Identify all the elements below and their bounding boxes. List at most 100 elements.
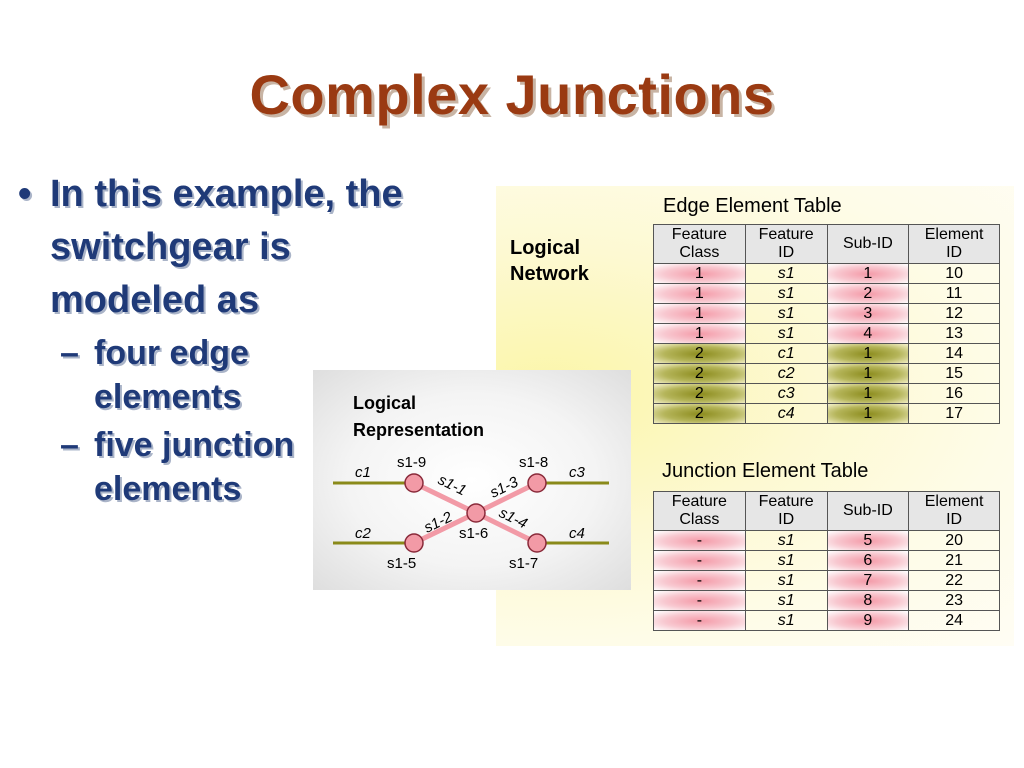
junction-s1-5 bbox=[404, 533, 424, 553]
cell-feature-id: c2 bbox=[744, 363, 828, 384]
bullet-list: • In this example, the switchgear is mod… bbox=[18, 168, 450, 511]
bullet-dot-icon: • bbox=[18, 173, 32, 215]
cell-element-id: 24 bbox=[908, 610, 1000, 631]
cell-sub-id: 2 bbox=[826, 283, 910, 304]
cell-feature-id: c4 bbox=[744, 403, 828, 424]
cell-feature-class: - bbox=[653, 590, 746, 611]
cell-sub-id: 1 bbox=[826, 363, 910, 384]
table-row: 2 c3 1 16 bbox=[653, 383, 1000, 404]
table-row: 1 s1 2 11 bbox=[653, 283, 1000, 304]
cell-element-id: 12 bbox=[908, 303, 1000, 324]
slide-title: Complex Junctions bbox=[249, 63, 775, 126]
edge-table-caption: Edge Element Table bbox=[663, 195, 842, 217]
bullet-main-text: In this example, the switchgear is model… bbox=[50, 173, 403, 321]
table-row: 2 c2 1 15 bbox=[653, 363, 1000, 384]
junction-s1-8 bbox=[527, 473, 547, 493]
dash-icon: – bbox=[60, 334, 79, 372]
cell-feature-class: - bbox=[653, 570, 746, 591]
cell-sub-id: 5 bbox=[826, 530, 910, 551]
cell-feature-id: s1 bbox=[744, 590, 828, 611]
logical-representation-diagram: Logical Representation c1 c2 c3 c4 s1-1 … bbox=[313, 370, 631, 590]
logical-network-line-1: Logical bbox=[510, 237, 581, 259]
cell-sub-id: 1 bbox=[826, 263, 910, 284]
header-sub-id: Sub-ID bbox=[826, 491, 910, 531]
edge-s1-2 bbox=[412, 510, 478, 546]
cell-feature-id: s1 bbox=[744, 263, 828, 284]
cell-sub-id: 1 bbox=[826, 383, 910, 404]
cell-element-id: 10 bbox=[908, 263, 1000, 284]
label-c2: c2 bbox=[355, 525, 372, 542]
edge-s1-3 bbox=[474, 480, 539, 516]
junction-s1-9 bbox=[404, 473, 424, 493]
edge-s1-4 bbox=[474, 510, 539, 546]
logical-network-label: Logical Network bbox=[510, 235, 589, 287]
cell-feature-class: 1 bbox=[653, 263, 746, 284]
label-s1-9: s1-9 bbox=[397, 454, 426, 471]
cell-feature-class: - bbox=[653, 530, 746, 551]
table-row: - s1 6 21 bbox=[653, 550, 1000, 571]
table-row: 2 c1 1 14 bbox=[653, 343, 1000, 364]
cell-sub-id: 4 bbox=[826, 323, 910, 344]
cell-feature-id: c3 bbox=[744, 383, 828, 404]
cell-sub-id: 1 bbox=[826, 403, 910, 424]
cell-feature-id: s1 bbox=[744, 550, 828, 571]
table-row: - s1 9 24 bbox=[653, 610, 1000, 631]
cell-element-id: 15 bbox=[908, 363, 1000, 384]
cell-element-id: 22 bbox=[908, 570, 1000, 591]
bullet-main: • In this example, the switchgear is mod… bbox=[18, 168, 450, 327]
cell-element-id: 23 bbox=[908, 590, 1000, 611]
cell-sub-id: 8 bbox=[826, 590, 910, 611]
dash-icon: – bbox=[60, 426, 79, 464]
cell-feature-id: s1 bbox=[744, 610, 828, 631]
cell-feature-class: 2 bbox=[653, 383, 746, 404]
cell-sub-id: 7 bbox=[826, 570, 910, 591]
cell-feature-id: c1 bbox=[744, 343, 828, 364]
junction-table-caption: Junction Element Table bbox=[662, 460, 869, 482]
table-row: - s1 5 20 bbox=[653, 530, 1000, 551]
sub-bullet-junctions: – five junction elements bbox=[18, 423, 364, 511]
cell-element-id: 13 bbox=[908, 323, 1000, 344]
label-s1-6: s1-6 bbox=[459, 525, 488, 542]
cell-feature-class: 1 bbox=[653, 283, 746, 304]
label-c4: c4 bbox=[569, 525, 585, 542]
logical-network-line-2: Network bbox=[510, 263, 589, 285]
table-row: 1 s1 4 13 bbox=[653, 323, 1000, 344]
junction-s1-6 bbox=[466, 503, 486, 523]
cell-feature-class: 2 bbox=[653, 403, 746, 424]
header-sub-id: Sub-ID bbox=[826, 224, 910, 264]
label-s1-5: s1-5 bbox=[387, 555, 416, 572]
table-row: - s1 8 23 bbox=[653, 590, 1000, 611]
cell-element-id: 20 bbox=[908, 530, 1000, 551]
cell-feature-id: s1 bbox=[744, 303, 828, 324]
label-c3: c3 bbox=[569, 464, 586, 481]
cell-element-id: 14 bbox=[908, 343, 1000, 364]
table-row: 1 s1 1 10 bbox=[653, 263, 1000, 284]
cell-sub-id: 1 bbox=[826, 343, 910, 364]
cell-feature-id: s1 bbox=[744, 283, 828, 304]
switchgear-diagram: Logical Representation c1 c2 c3 c4 s1-1 … bbox=[333, 393, 609, 572]
label-c1: c1 bbox=[355, 464, 371, 481]
cell-feature-id: s1 bbox=[744, 323, 828, 344]
table-row: 2 c4 1 17 bbox=[653, 403, 1000, 424]
cell-feature-id: s1 bbox=[744, 530, 828, 551]
diagram-title-line-2: Representation bbox=[353, 420, 484, 440]
cell-feature-class: - bbox=[653, 550, 746, 571]
cell-sub-id: 6 bbox=[826, 550, 910, 571]
cell-feature-class: 1 bbox=[653, 303, 746, 324]
sub-bullet-edges: – four edge elements bbox=[18, 331, 364, 419]
table-row: - s1 7 22 bbox=[653, 570, 1000, 591]
cell-element-id: 17 bbox=[908, 403, 1000, 424]
diagram-title-line-1: Logical bbox=[353, 393, 416, 413]
cell-sub-id: 3 bbox=[826, 303, 910, 324]
cell-feature-class: 2 bbox=[653, 363, 746, 384]
